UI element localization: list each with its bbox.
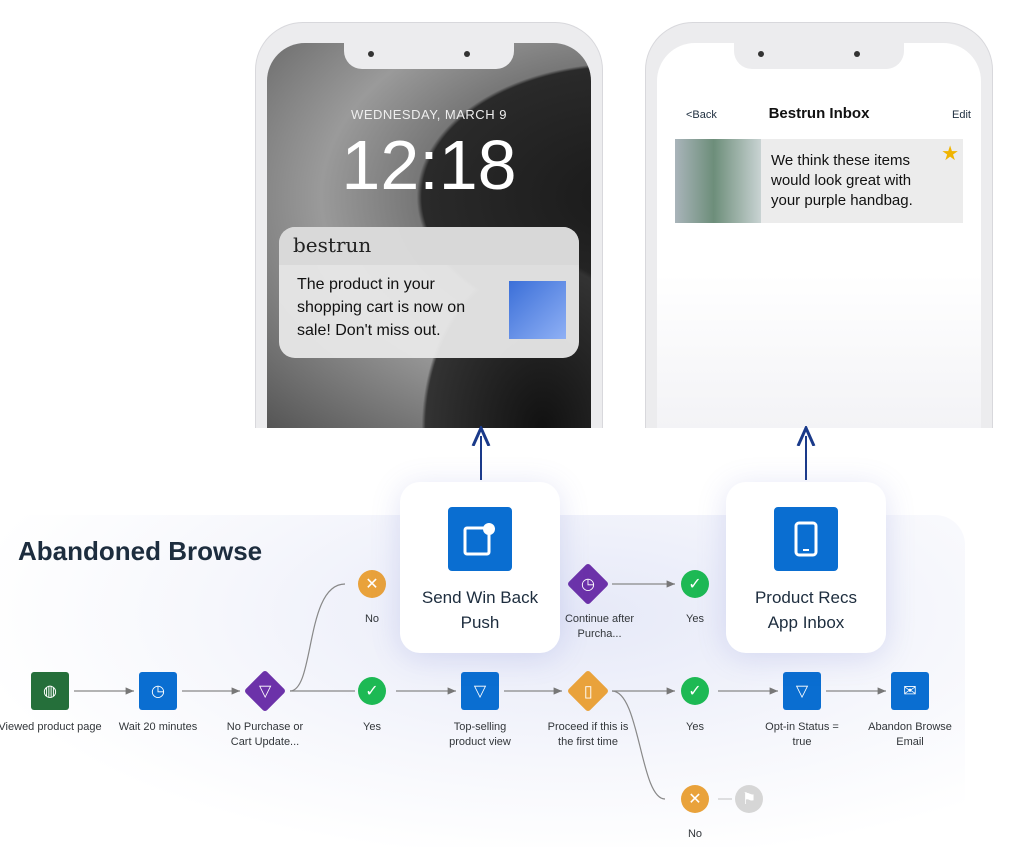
node-label: No Purchase or Cart Update... [226, 721, 304, 748]
lock-date: WEDNESDAY, MARCH 9 [351, 107, 507, 122]
close-icon[interactable]: ✕ [681, 785, 709, 813]
node-label: Viewed product page [0, 721, 102, 733]
edit-button[interactable]: Edit [952, 109, 971, 121]
model-image [675, 139, 761, 223]
node-label: Yes [686, 613, 704, 625]
node-label: Opt-in Status = true [765, 721, 839, 748]
smartphone-icon [774, 507, 838, 571]
filter-icon[interactable]: ▽ [461, 672, 499, 710]
check-icon[interactable]: ✓ [358, 677, 386, 705]
back-button[interactable]: <Back [686, 109, 717, 121]
handbag-image [509, 281, 566, 339]
notification-app-name: bestrun [279, 227, 579, 265]
node-label: No [687, 828, 703, 840]
email-icon[interactable]: ✉ [891, 672, 929, 710]
push-notification-icon [448, 507, 512, 571]
lock-time: 12:18 [341, 126, 517, 204]
globe-icon[interactable]: ◍ [31, 672, 69, 710]
inbox-message[interactable]: We think these items would look great wi… [675, 139, 963, 223]
popup-label: Send Win Back Push [421, 588, 539, 632]
node-label: Yes [686, 721, 704, 733]
close-icon[interactable]: ✕ [358, 570, 386, 598]
node-label: Abandon Browse Email [868, 721, 952, 748]
inbox-message-text: We think these items would look great wi… [771, 152, 913, 209]
check-icon[interactable]: ✓ [681, 570, 709, 598]
notification-message: The product in your shopping cart is now… [297, 276, 466, 339]
inbox-phone: <Back Bestrun Inbox Edit We think these … [645, 22, 993, 428]
lock-screen-phone: WEDNESDAY, MARCH 9 12:18 bestrun The pro… [255, 22, 603, 428]
node-label: Wait 20 minutes [118, 721, 198, 733]
node-label: Continue after Purcha... [564, 613, 635, 640]
star-icon[interactable]: ★ [941, 143, 959, 165]
node-label: Proceed if this is the first time [547, 721, 629, 748]
product-recs-app-inbox-card[interactable]: Product Recs App Inbox [726, 482, 886, 653]
send-win-back-push-card[interactable]: Send Win Back Push [400, 482, 560, 653]
flag-icon[interactable]: ⚑ [735, 785, 763, 813]
inbox-title: Bestrun Inbox [768, 105, 870, 122]
flow-title: Abandoned Browse [18, 536, 263, 566]
node-label: Yes [363, 721, 381, 733]
filter-icon[interactable]: ▽ [783, 672, 821, 710]
clock-icon[interactable]: ◷ [139, 672, 177, 710]
check-icon[interactable]: ✓ [681, 677, 709, 705]
node-label: Top-selling product view [449, 721, 511, 748]
node-label: No [364, 613, 380, 625]
popup-label: Product Recs App Inbox [754, 588, 858, 632]
push-notification[interactable]: bestrun The product in your shopping car… [279, 227, 579, 358]
